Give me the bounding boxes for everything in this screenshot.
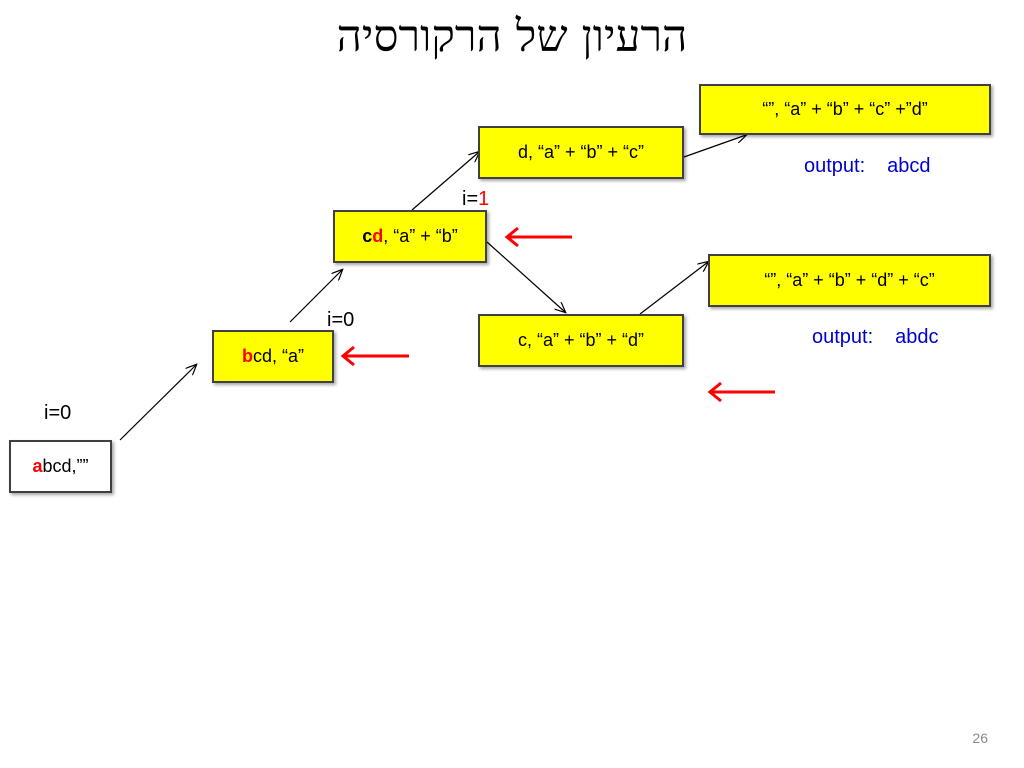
node-level3-bottom: c, “a” + “b” + “d” [478,314,684,367]
edge-level1-to-level2 [289,270,342,323]
slide-title: הרעיון של הרקורסיה [336,11,688,62]
node-root-rest: bcd,”” [42,456,89,476]
pointer-arrow-level1 [340,345,409,367]
pointer-arrow-lower [707,381,775,403]
output-bottom-label: output: [812,326,874,348]
edge-top-to-leaf [683,135,746,158]
node-level1-highlight: b [241,346,253,366]
level2-index-label: i=1 [462,188,489,211]
node-level2-prefix: c [362,226,373,246]
page-number: 26 [972,730,988,746]
root-index-label: i=0 [44,402,72,424]
output-top-label: output: [804,155,866,177]
node-leaf-top: “”, “a” + “b” + “c” +”d” [699,84,991,135]
node-level1-rest: cd, “a” [252,346,304,366]
pointer-arrow-level2 [504,226,572,248]
node-leaf-bottom: “”, “a” + “b” + “d” + “c” [708,254,991,307]
node-level2-highlight: d [372,226,384,246]
node-level3-top: d, “a” + “b” + “c” [478,126,684,179]
edge-root-to-level1 [119,365,196,441]
level1-index-label: i=0 [327,309,355,331]
edge-bottom-to-leaf [639,262,708,315]
level2-index-prefix: i= [462,188,479,210]
output-bottom-value: abdc [895,326,939,348]
output-top-value: abcd [887,155,931,177]
level2-index-digit: 1 [478,188,490,210]
edge-level2-to-top [411,152,479,211]
node-root-highlight: a [32,456,43,476]
output-bottom: output: abdc [812,326,939,349]
node-level2-rest: , “a” + “b” [383,226,458,246]
output-top: output: abcd [804,155,931,178]
edge-level2-to-bottom [486,241,565,312]
